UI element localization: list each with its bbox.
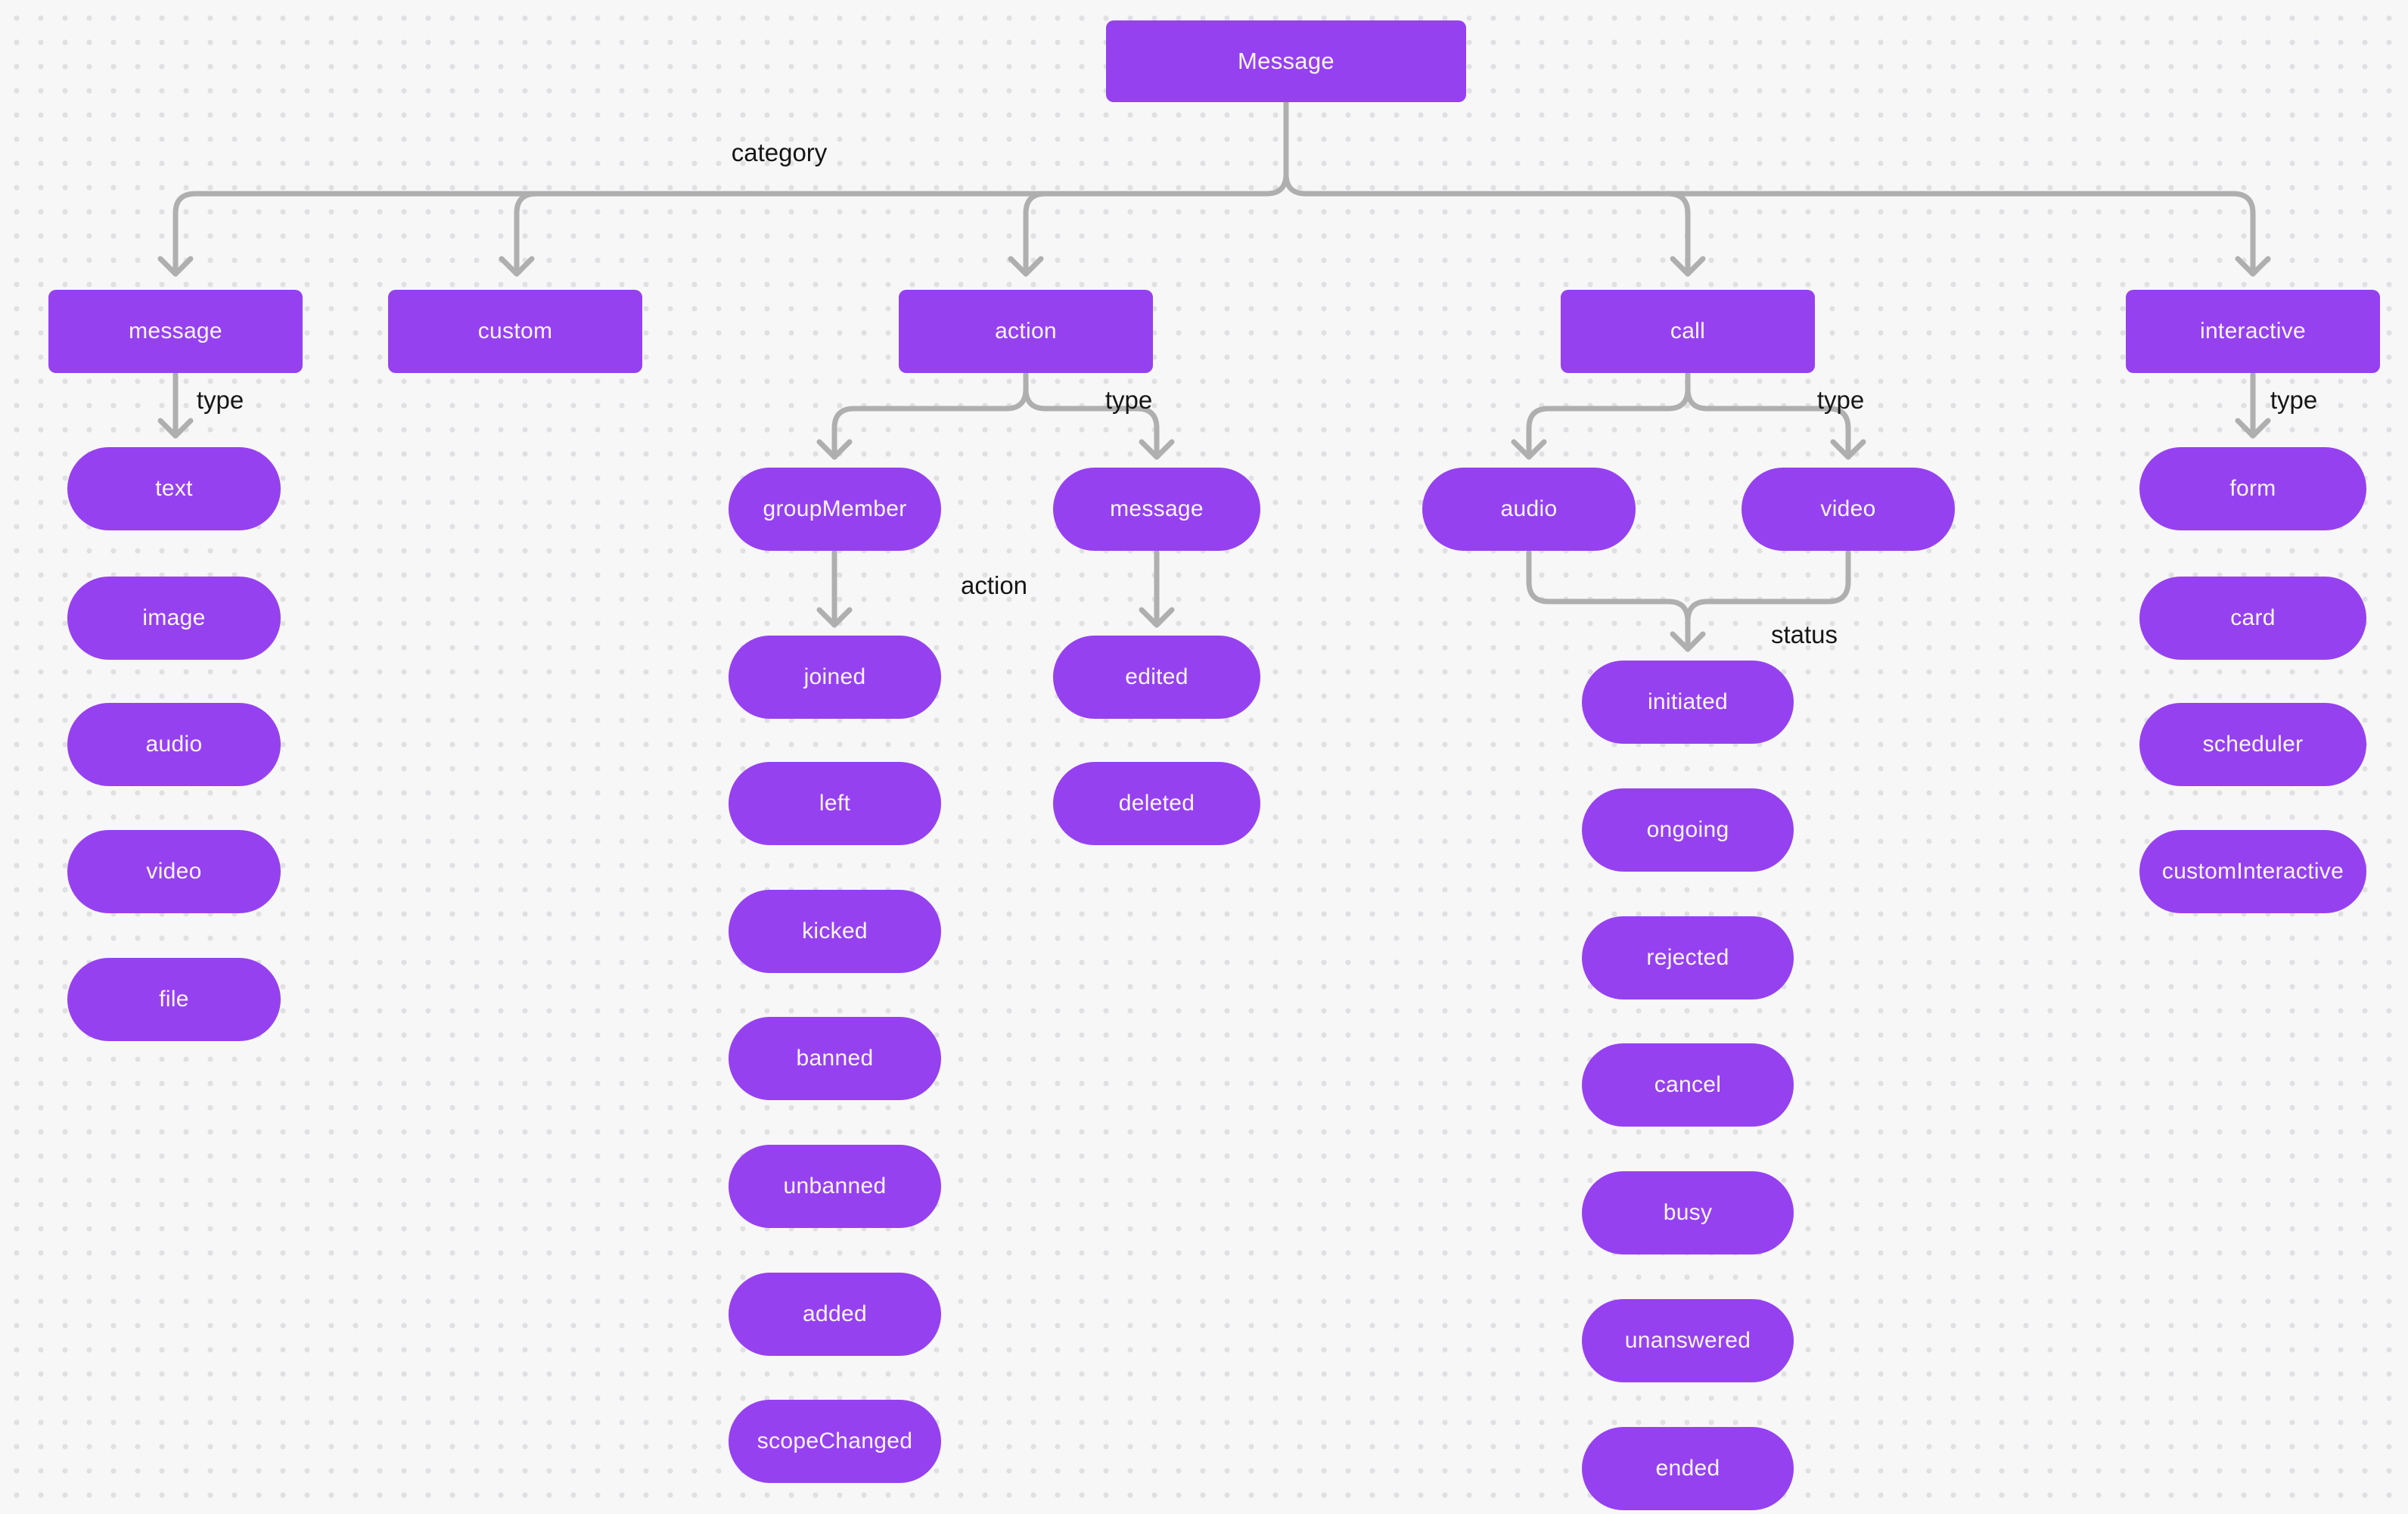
node-type-file: file bbox=[67, 958, 281, 1041]
edge-audio-merge-to-initiated bbox=[1526, 549, 1706, 652]
edge-video-merge bbox=[1685, 549, 1851, 624]
edge-root-to-interactive bbox=[1283, 99, 2271, 277]
edge-label-action: action bbox=[960, 571, 1028, 599]
node-category-call: call bbox=[1561, 290, 1815, 373]
node-call-video: video bbox=[1742, 468, 1955, 551]
node-status-cancel: cancel bbox=[1582, 1043, 1794, 1127]
edge-action-to-groupmember bbox=[816, 372, 1029, 460]
edge-label-category: category bbox=[731, 138, 828, 166]
node-type-image: image bbox=[67, 577, 281, 660]
node-status-rejected: rejected bbox=[1582, 916, 1794, 999]
edge-label-type-message: type bbox=[196, 386, 244, 414]
node-category-action: action bbox=[899, 290, 1153, 373]
node-category-message: message bbox=[48, 290, 303, 373]
node-category-custom: custom bbox=[388, 290, 642, 373]
node-category-interactive: interactive bbox=[2126, 290, 2380, 373]
edge-label-status: status bbox=[1770, 620, 1838, 648]
edge-label-type-call: type bbox=[1816, 386, 1865, 414]
node-type-video: video bbox=[67, 830, 281, 913]
edge-call-to-audio bbox=[1511, 372, 1691, 460]
node-call-audio: audio bbox=[1422, 468, 1636, 551]
node-type-action-message: message bbox=[1053, 468, 1260, 551]
node-type-audio: audio bbox=[67, 703, 281, 786]
node-status-initiated: initiated bbox=[1582, 661, 1794, 744]
node-action-scopechanged: scopeChanged bbox=[729, 1400, 941, 1483]
node-type-text: text bbox=[67, 447, 281, 530]
edge-label-type-action: type bbox=[1105, 386, 1153, 414]
node-action-edited: edited bbox=[1053, 636, 1260, 719]
node-status-unanswered: unanswered bbox=[1582, 1299, 1794, 1382]
edge-bus-to-call bbox=[1665, 191, 1706, 277]
node-interactive-card: card bbox=[2139, 577, 2366, 660]
node-interactive-custominteractive: customInteractive bbox=[2139, 830, 2366, 913]
node-action-unbanned: unbanned bbox=[729, 1145, 941, 1228]
edge-bus-to-custom bbox=[499, 191, 539, 277]
node-interactive-scheduler: scheduler bbox=[2139, 703, 2366, 786]
edge-action-to-message bbox=[1023, 372, 1175, 460]
edge-root-to-message bbox=[157, 99, 1289, 277]
node-message-root: Message bbox=[1106, 20, 1466, 102]
node-type-groupmember: groupMember bbox=[729, 468, 941, 551]
node-action-banned: banned bbox=[729, 1017, 941, 1100]
node-status-busy: busy bbox=[1582, 1171, 1794, 1254]
edge-call-to-video bbox=[1685, 372, 1866, 460]
node-action-kicked: kicked bbox=[729, 890, 941, 973]
node-action-joined: joined bbox=[729, 636, 941, 719]
node-status-ended: ended bbox=[1582, 1427, 1794, 1510]
node-action-added: added bbox=[729, 1273, 941, 1356]
edge-label-type-interactive: type bbox=[2270, 386, 2318, 414]
node-interactive-form: form bbox=[2139, 447, 2366, 530]
node-action-left: left bbox=[729, 762, 941, 845]
node-action-deleted: deleted bbox=[1053, 762, 1260, 845]
node-status-ongoing: ongoing bbox=[1582, 788, 1794, 872]
edge-bus-to-action bbox=[1008, 191, 1049, 277]
